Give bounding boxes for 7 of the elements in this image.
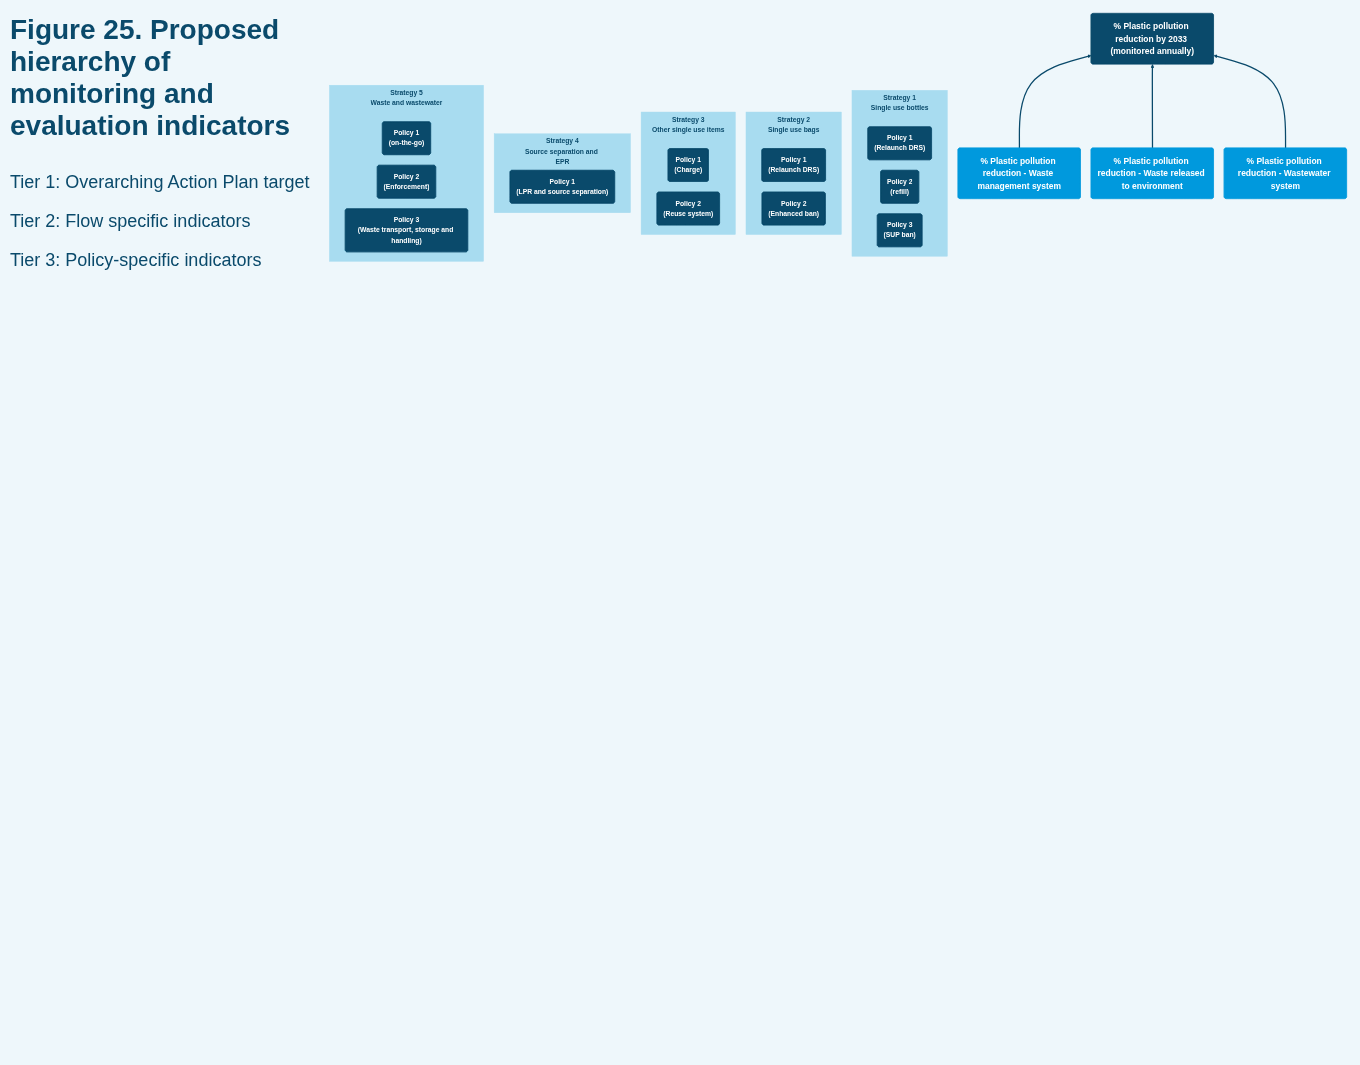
figure-title: Figure 25. Proposed hierarchy of monitoring and evaluation indicators [10, 14, 292, 142]
arrow [1018, 54, 1092, 149]
arrow [1213, 54, 1287, 149]
tier-label: Tier 3: Policy-specific indicators [10, 250, 263, 271]
tier-label: Tier 2: Flow specific indicators [10, 211, 252, 232]
arrow [1150, 64, 1155, 149]
tier-label: Tier 1: Overarching Action Plan target [10, 172, 310, 193]
